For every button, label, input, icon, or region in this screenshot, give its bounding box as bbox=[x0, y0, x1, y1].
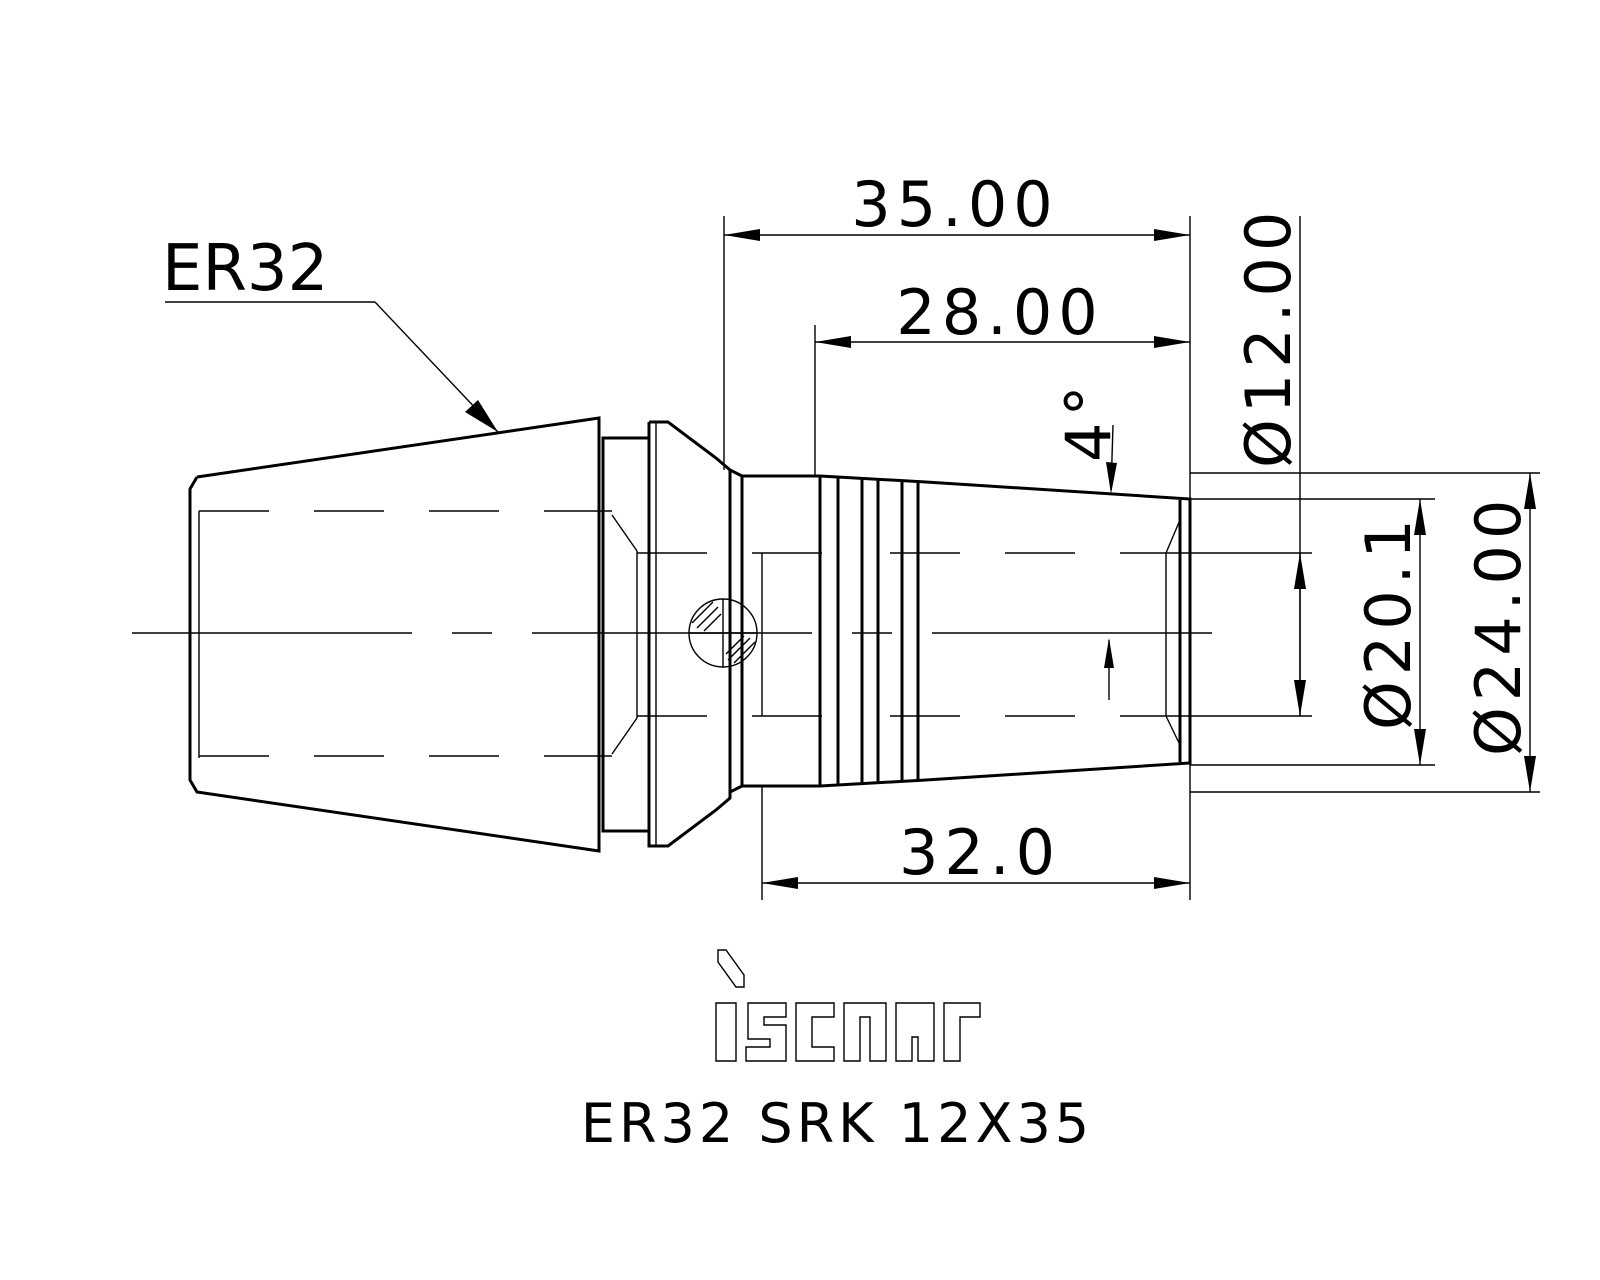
dim-32 bbox=[762, 877, 1190, 889]
dim-dia-20-text: Ø20.1 bbox=[1352, 513, 1425, 730]
extension-lines bbox=[723, 216, 1540, 900]
er32-label: ER32 bbox=[162, 232, 328, 306]
part-number: ER32 SRK 12X35 bbox=[581, 1092, 1093, 1155]
collet-body bbox=[188, 416, 850, 853]
dim-35-text: 35.00 bbox=[851, 168, 1059, 241]
dim-dia-20 bbox=[1414, 499, 1426, 765]
dim-28 bbox=[815, 336, 1190, 348]
logo-text: iscar bbox=[0, 0, 148, 13]
dim-dia-24 bbox=[1524, 473, 1536, 792]
dim-28-text: 28.00 bbox=[896, 276, 1104, 349]
dim-dia-12-text: Ø12.00 bbox=[1232, 206, 1305, 468]
dim-dia-24-text: Ø24.00 bbox=[1462, 494, 1535, 756]
dim-35 bbox=[724, 229, 1190, 241]
dim-32-text: 32.0 bbox=[899, 816, 1061, 889]
shank bbox=[729, 468, 1192, 794]
dim-angle-text: 4° bbox=[1052, 380, 1125, 462]
dim-dia-12 bbox=[1294, 553, 1306, 716]
er32-leader bbox=[165, 301, 499, 433]
dim-angle-4 bbox=[1104, 424, 1117, 700]
iscar-logo bbox=[715, 949, 981, 1062]
